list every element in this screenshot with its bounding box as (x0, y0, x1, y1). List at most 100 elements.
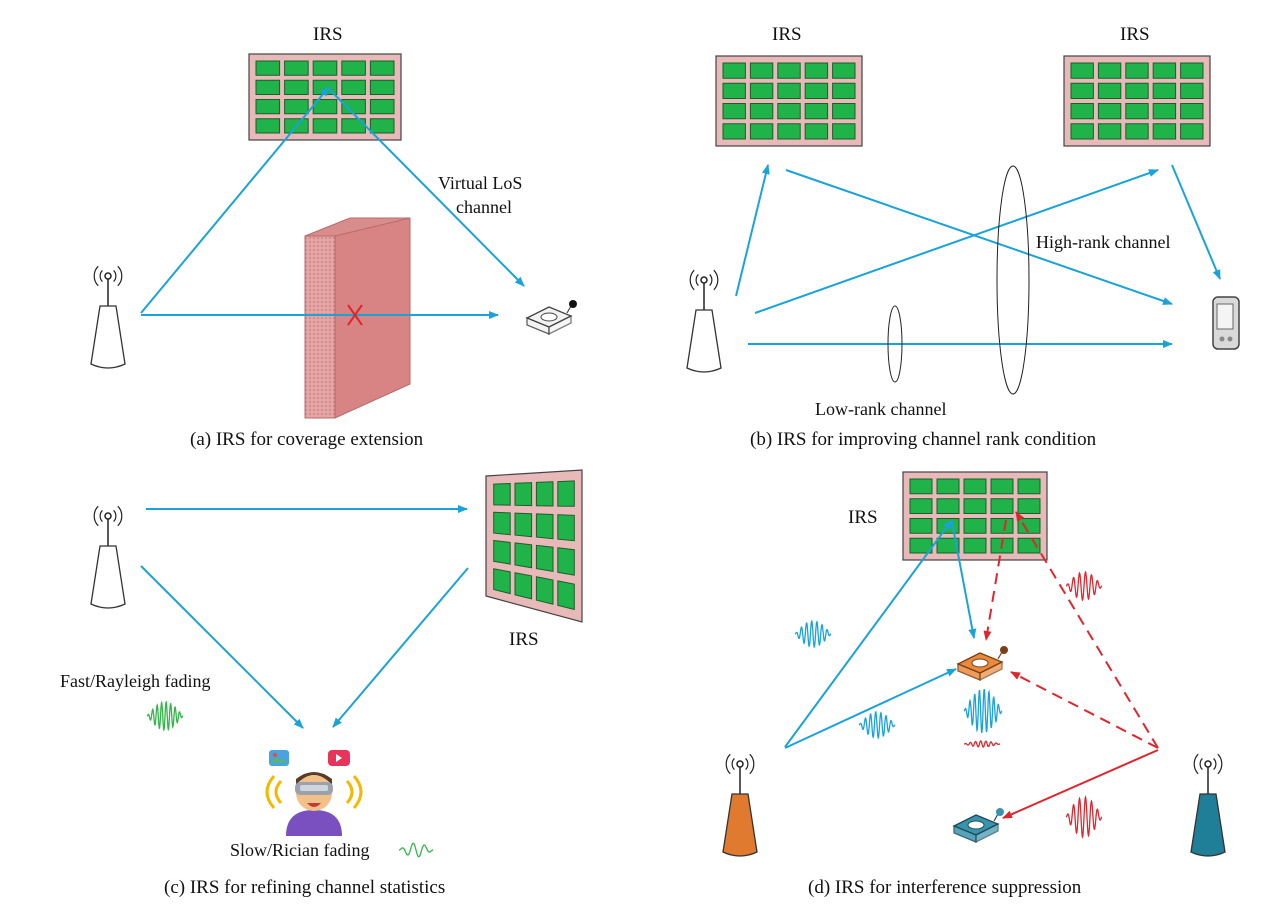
virtual-los-label-line2: channel (456, 197, 512, 217)
irs-element (255, 79, 281, 95)
irs-label-b-right: IRS (1120, 24, 1150, 45)
vr-user-icon (265, 750, 363, 836)
irs-surface-b-right (1063, 55, 1211, 147)
irs-element (1152, 82, 1177, 99)
irs-element (514, 512, 533, 538)
caption-c: (c) IRS for refining channel statistics (164, 877, 445, 898)
interferer-to-irs-dashed-arrow (1015, 511, 1159, 749)
irs-to-user-arrow-c (332, 567, 469, 728)
bs-to-irs-arrow-d (784, 519, 953, 748)
user-device-icon-orange (956, 646, 1008, 682)
low-rank-label: Low-rank channel (815, 399, 946, 419)
irs-to-user-arrow-a (328, 88, 525, 287)
panel-c: IRS Fast/Rayleigh fading Slow/Rician fad… (60, 469, 583, 898)
interferer-to-user-dashed-arrow (1010, 671, 1159, 749)
irs-element (1180, 62, 1204, 79)
irs-element (777, 103, 801, 120)
irs-element (557, 514, 575, 542)
irs-to-user-arrow-d (951, 521, 977, 639)
irs-element (963, 478, 987, 495)
interference-wave-icon-1 (1065, 570, 1103, 602)
irs-element (804, 123, 829, 140)
residual-interference-wave-icon (964, 740, 1000, 748)
irs-element (963, 518, 987, 534)
irs-element (749, 82, 774, 99)
irs-to-user-interference-dashed-arrow (983, 519, 1007, 641)
panel-b: IRS IRS High-rank channel Low-rank chann… (686, 24, 1240, 450)
irs-element (1017, 518, 1041, 534)
irs-element (1097, 82, 1122, 99)
base-station-icon-c (90, 505, 126, 609)
bs-to-user-direct-arrow-d (784, 668, 957, 749)
bs-to-irs-arrow-a (140, 86, 330, 314)
irs-element (557, 580, 575, 611)
irs-element (936, 537, 960, 554)
fast-fading-wave-icon (146, 700, 184, 732)
irs-element (284, 60, 309, 76)
irs-element (557, 547, 575, 576)
base-station-icon-a (90, 265, 126, 369)
irs-element (749, 62, 774, 79)
user-device-icon-a (525, 300, 577, 336)
signal-wave-icon-1 (794, 619, 832, 649)
irs-element (255, 99, 281, 115)
irs-right-to-phone-arrow (1171, 164, 1221, 280)
irs-element (284, 79, 309, 95)
irs-element (777, 62, 801, 79)
irs-element (832, 103, 856, 120)
panel-a: IRS Virtual LoS channel (a) IRS for cove… (90, 24, 577, 450)
caption-a: (a) IRS for coverage extension (190, 429, 424, 450)
irs-element (1125, 123, 1149, 140)
base-station-icon-teal (1190, 753, 1226, 857)
irs-element (535, 481, 554, 507)
irs-element (1097, 103, 1122, 120)
irs-element (909, 498, 933, 514)
irs-element (749, 103, 774, 120)
irs-element (722, 62, 746, 79)
irs-element (341, 60, 366, 76)
irs-element (990, 498, 1014, 514)
slow-fading-label: Slow/Rician fading (230, 840, 369, 860)
irs-element (369, 79, 395, 95)
irs-element (341, 79, 366, 95)
irs-element (1017, 478, 1041, 495)
irs-element (936, 478, 960, 495)
irs-element (804, 103, 829, 120)
irs-surface-d (902, 471, 1048, 561)
irs-element (1180, 103, 1204, 120)
irs-label-a: IRS (313, 24, 343, 45)
high-rank-label: High-rank channel (1036, 232, 1170, 252)
base-station-icon-orange (722, 753, 758, 857)
irs-element (493, 568, 511, 595)
irs-element (1070, 62, 1094, 79)
irs-element (557, 480, 575, 507)
irs-element (514, 542, 533, 569)
irs-element (255, 60, 281, 76)
bs-to-irs-right-arrow (754, 169, 1159, 314)
irs-element (493, 511, 511, 536)
irs-element (493, 482, 511, 506)
irs-element (369, 60, 395, 76)
phone-icon (1212, 296, 1240, 350)
irs-element (1125, 82, 1149, 99)
bs-to-irs-left-arrow (735, 164, 770, 297)
irs-element (1180, 123, 1204, 140)
caption-d: (d) IRS for interference suppression (808, 877, 1082, 898)
irs-element (963, 498, 987, 514)
irs-element (535, 576, 554, 605)
irs-label-c: IRS (509, 629, 539, 650)
low-rank-ellipse (887, 305, 903, 383)
interference-wave-icon-2 (1065, 795, 1103, 839)
bs-to-user-arrow-c (140, 565, 304, 729)
signal-wave-icon-2 (858, 710, 896, 740)
irs-element (909, 478, 933, 495)
irs-element (832, 62, 856, 79)
irs-element (1125, 103, 1149, 120)
irs-surface-c (485, 469, 583, 623)
irs-element (1152, 123, 1177, 140)
irs-surface-b-left (715, 55, 863, 147)
irs-surface-a (248, 53, 402, 141)
irs-element (1070, 123, 1094, 140)
irs-element (369, 99, 395, 115)
